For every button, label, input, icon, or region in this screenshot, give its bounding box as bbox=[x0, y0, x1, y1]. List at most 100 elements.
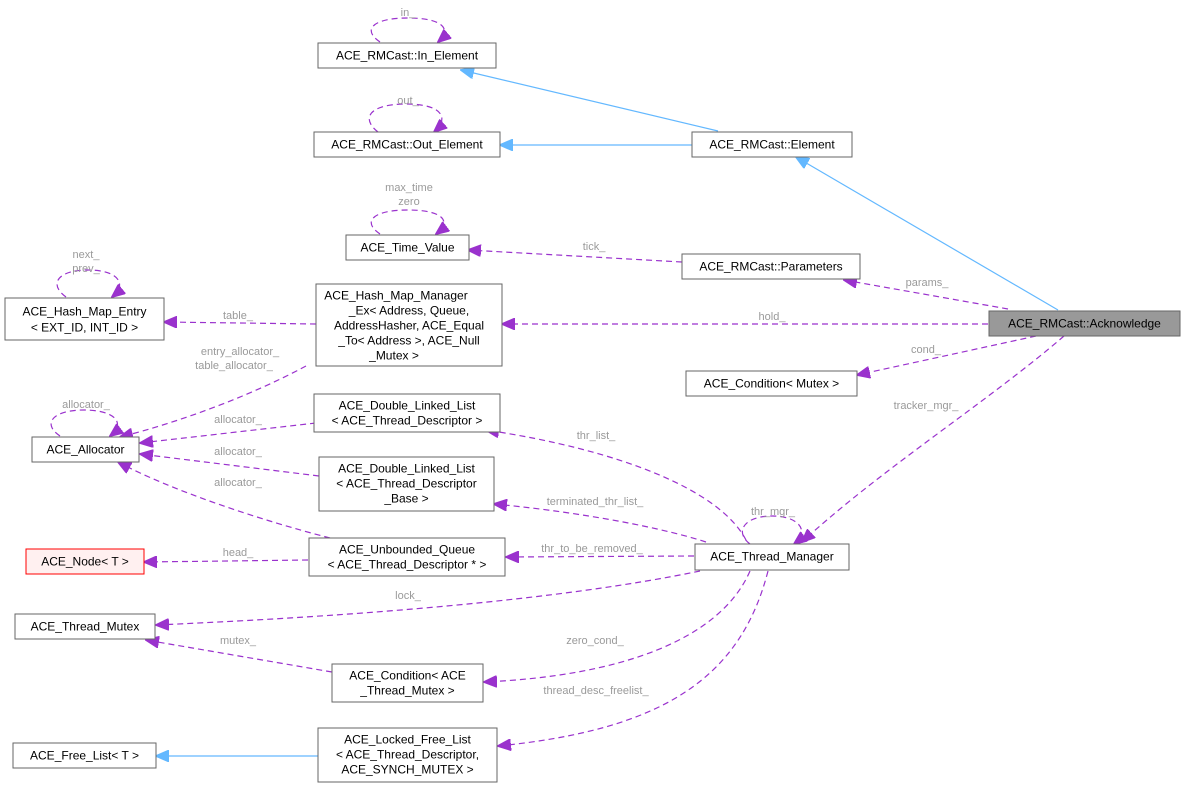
node-label: _Base > bbox=[383, 492, 428, 506]
node-label: _To< Address >, ACE_Null bbox=[337, 334, 479, 348]
node-out-element[interactable]: ACE_RMCast::Out_Element bbox=[313, 131, 501, 158]
edge-label-tracker-mgr: tracker_mgr_ bbox=[894, 400, 960, 412]
node-label: < EXT_ID, INT_ID > bbox=[31, 321, 138, 335]
node-locked-free-list[interactable]: ACE_Locked_Free_List < ACE_Thread_Descri… bbox=[317, 727, 498, 783]
node-label: ACE_Time_Value bbox=[360, 241, 454, 255]
node-label: < ACE_Thread_Descriptor * > bbox=[328, 558, 487, 572]
node-label: ACE_Condition< ACE bbox=[349, 669, 465, 683]
edge-cond bbox=[857, 335, 1037, 375]
nodes: ACE_RMCast::In_Element ACE_RMCast::Out_E… bbox=[4, 42, 1181, 783]
edge-label-prev: prev_ bbox=[72, 263, 100, 275]
edge-label-tick: tick_ bbox=[583, 241, 607, 253]
node-label: < ACE_Thread_Descriptor bbox=[336, 477, 476, 491]
node-time-value[interactable]: ACE_Time_Value bbox=[345, 234, 470, 261]
edge-label-out: out_ bbox=[397, 95, 419, 107]
node-label: ACE_RMCast::Out_Element bbox=[331, 138, 483, 152]
node-label: ACE_Node< T > bbox=[41, 555, 129, 569]
node-label: ACE_Unbounded_Queue bbox=[339, 543, 475, 557]
node-unbounded-queue[interactable]: ACE_Unbounded_Queue < ACE_Thread_Descrip… bbox=[308, 537, 506, 577]
node-allocator[interactable]: ACE_Allocator bbox=[31, 436, 140, 463]
node-label: ACE_Free_List< T > bbox=[30, 749, 139, 763]
edge-allocator-queue bbox=[118, 462, 331, 539]
node-parameters[interactable]: ACE_RMCast::Parameters bbox=[681, 253, 861, 280]
edge-label-allocator-dll-base: allocator_ bbox=[214, 446, 263, 458]
node-label: ACE_SYNCH_MUTEX > bbox=[341, 763, 473, 777]
edge-label-lock: lock_ bbox=[395, 590, 422, 602]
edge-label-thread-desc-freelist: thread_desc_freelist_ bbox=[543, 685, 649, 697]
node-label: AddressHasher, ACE_Equal bbox=[334, 319, 484, 333]
node-label: < ACE_Thread_Descriptor > bbox=[332, 414, 483, 428]
edge-label-hold: hold_ bbox=[759, 311, 787, 323]
edge-label-terminated-thr-list: terminated_thr_list_ bbox=[547, 496, 644, 508]
node-node-t[interactable]: ACE_Node< T > bbox=[25, 548, 145, 575]
node-element[interactable]: ACE_RMCast::Element bbox=[691, 131, 853, 158]
edge-allocator-dll bbox=[140, 422, 317, 443]
node-label: < ACE_Thread_Descriptor, bbox=[336, 748, 479, 762]
edge-in-self-loop bbox=[370, 17, 444, 42]
edge-entry-table-allocator bbox=[120, 365, 307, 437]
node-label: ACE_RMCast::Element bbox=[709, 138, 835, 152]
edge-terminated-thr-list bbox=[494, 504, 707, 543]
edge-params bbox=[844, 280, 1009, 310]
node-label: ACE_Hash_Map_Entry bbox=[22, 305, 146, 319]
edge-table bbox=[164, 322, 317, 324]
node-label: ACE_Thread_Manager bbox=[710, 550, 833, 564]
edge-thread-desc-freelist bbox=[498, 570, 769, 746]
edge-tick bbox=[468, 250, 683, 263]
edge-head bbox=[144, 560, 309, 562]
edge-label-entry-allocator: entry_allocator_ bbox=[201, 346, 280, 358]
node-label: ACE_Double_Linked_List bbox=[339, 399, 476, 413]
edge-label-thr-mgr: thr_mgr_ bbox=[751, 506, 796, 518]
node-label: ACE_Condition< Mutex > bbox=[704, 377, 839, 391]
edge-label-next: next_ bbox=[73, 249, 101, 261]
edge-label-params: params_ bbox=[906, 277, 950, 289]
node-thread-manager[interactable]: ACE_Thread_Manager bbox=[694, 543, 850, 571]
edge-out-self-loop bbox=[368, 103, 442, 132]
edge-label-zero-cond: zero_cond_ bbox=[566, 635, 624, 647]
node-condition-mutex[interactable]: ACE_Condition< Mutex > bbox=[685, 370, 858, 397]
node-hash-map-manager[interactable]: ACE_Hash_Map_Manager _Ex< Address, Queue… bbox=[315, 283, 503, 367]
edge-label-thr-to-be-removed: thr_to_be_removed_ bbox=[541, 543, 643, 555]
edge-label-cond: cond_ bbox=[911, 344, 942, 356]
node-label: ACE_Thread_Mutex bbox=[31, 620, 140, 634]
node-free-list[interactable]: ACE_Free_List< T > bbox=[12, 742, 157, 769]
edge-label-allocator-dll: allocator_ bbox=[214, 414, 263, 426]
edge-element-to-in-element bbox=[461, 70, 719, 132]
edge-label-thr-list: thr_list_ bbox=[577, 430, 616, 442]
edge-mutex bbox=[146, 640, 333, 673]
edge-time-value-self-loop bbox=[370, 209, 444, 234]
edge-thr-to-be-removed bbox=[506, 556, 695, 557]
node-acknowledge[interactable]: ACE_RMCast::Acknowledge bbox=[988, 310, 1181, 337]
edge-label-allocator-self: allocator_ bbox=[62, 399, 111, 411]
edge-acknowledge-to-element bbox=[796, 157, 1059, 311]
edge-allocator-dll-base bbox=[140, 454, 320, 477]
edge-label-mutex: mutex_ bbox=[220, 635, 257, 647]
edge-label-in: in_ bbox=[401, 7, 417, 19]
edge-label-head: head_ bbox=[223, 547, 254, 559]
node-dll-thread-descriptor-base[interactable]: ACE_Double_Linked_List < ACE_Thread_Desc… bbox=[318, 456, 495, 512]
node-label: ACE_Allocator bbox=[46, 443, 124, 457]
edge-label-max-time: max_time bbox=[385, 182, 433, 194]
edge-label-table: table_ bbox=[223, 310, 254, 322]
edge-thr-mgr-self-loop bbox=[741, 515, 801, 544]
node-in-element[interactable]: ACE_RMCast::In_Element bbox=[317, 42, 497, 69]
edge-label-zero: zero bbox=[398, 196, 419, 208]
node-thread-mutex[interactable]: ACE_Thread_Mutex bbox=[14, 613, 156, 640]
node-label: ACE_RMCast::In_Element bbox=[336, 49, 479, 63]
edge-thr-list bbox=[486, 430, 747, 541]
node-dll-thread-descriptor[interactable]: ACE_Double_Linked_List < ACE_Thread_Desc… bbox=[313, 393, 501, 433]
edge-hash-entry-self-loop bbox=[56, 269, 120, 297]
node-label: ACE_RMCast::Acknowledge bbox=[1008, 317, 1161, 331]
edge-lock bbox=[156, 570, 701, 625]
edge-label-allocator-queue: allocator_ bbox=[214, 477, 263, 489]
edges bbox=[50, 17, 1065, 756]
node-hash-map-entry[interactable]: ACE_Hash_Map_Entry < EXT_ID, INT_ID > bbox=[4, 297, 165, 341]
edge-zero-cond bbox=[484, 570, 751, 682]
node-label: ACE_Locked_Free_List bbox=[344, 733, 471, 747]
node-label: ACE_Hash_Map_Manager bbox=[324, 289, 467, 303]
edge-label-table-allocator: table_allocator_ bbox=[195, 360, 274, 372]
node-label: _Ex< Address, Queue, bbox=[348, 304, 469, 318]
node-condition-thread-mutex[interactable]: ACE_Condition< ACE _Thread_Mutex > bbox=[331, 663, 484, 703]
node-label: ACE_RMCast::Parameters bbox=[699, 260, 842, 274]
